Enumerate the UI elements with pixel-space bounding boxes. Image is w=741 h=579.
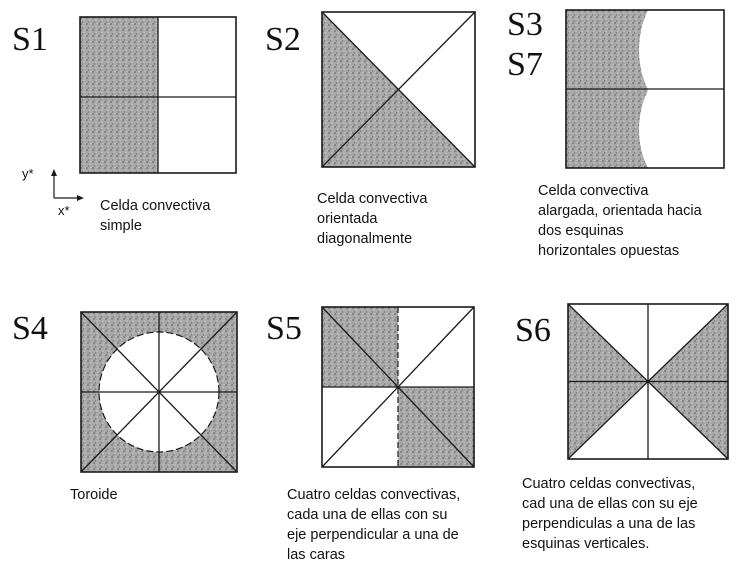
- panel-s3-diagram: [565, 9, 725, 169]
- caption-s6: Cuatro celdas convectivas, cad una de el…: [522, 476, 698, 552]
- panel-label-s6: S6: [515, 312, 551, 349]
- panel-s1-diagram: [79, 16, 237, 174]
- coordinate-axes: [51, 169, 84, 201]
- caption-s4: Toroide: [70, 487, 118, 503]
- caption-s5: Cuatro celdas convectivas, cada una de e…: [287, 487, 461, 563]
- panel-label-s5: S5: [266, 310, 302, 347]
- panel-label-s1: S1: [12, 21, 48, 58]
- panel-s5-diagram: [321, 306, 475, 468]
- y-axis-label: y*: [22, 166, 34, 181]
- panel-label-s7: S7: [507, 46, 543, 83]
- panel-label-s2: S2: [265, 21, 301, 58]
- panel-label-s3: S3: [507, 6, 543, 43]
- panel-label-s4: S4: [12, 310, 48, 347]
- panel-s4-diagram: [80, 311, 238, 473]
- x-axis-label: x*: [58, 203, 70, 218]
- caption-s2: Celda convectiva orientada diagonalmente: [317, 191, 428, 247]
- caption-s1: Celda convectiva simple: [100, 198, 211, 234]
- panel-s2-diagram: [321, 11, 476, 168]
- caption-s3: Celda convectiva alargada, orientada hac…: [538, 183, 702, 259]
- panel-s6-diagram: [567, 303, 729, 460]
